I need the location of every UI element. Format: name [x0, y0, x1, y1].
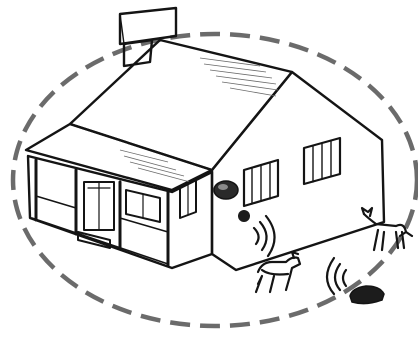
side-wall — [212, 72, 384, 270]
side-window-left — [244, 160, 278, 206]
signal-wave-icon — [254, 228, 259, 244]
chimney — [120, 8, 176, 66]
dog-icon — [362, 208, 412, 250]
corner-window — [180, 180, 196, 218]
boundary-ellipse — [13, 34, 417, 326]
porch-roof-shading — [120, 150, 190, 182]
wall-transmitter-icon — [214, 181, 238, 199]
porch-window — [126, 190, 160, 222]
roof-shading — [200, 58, 278, 96]
side-window-right — [304, 138, 340, 184]
house-signal-emitter — [238, 210, 275, 256]
front-door — [84, 182, 114, 230]
house-illustration — [26, 8, 384, 270]
porch-posts — [36, 160, 168, 266]
dog-icon — [256, 252, 300, 292]
portable-receiver-icon — [327, 258, 384, 304]
